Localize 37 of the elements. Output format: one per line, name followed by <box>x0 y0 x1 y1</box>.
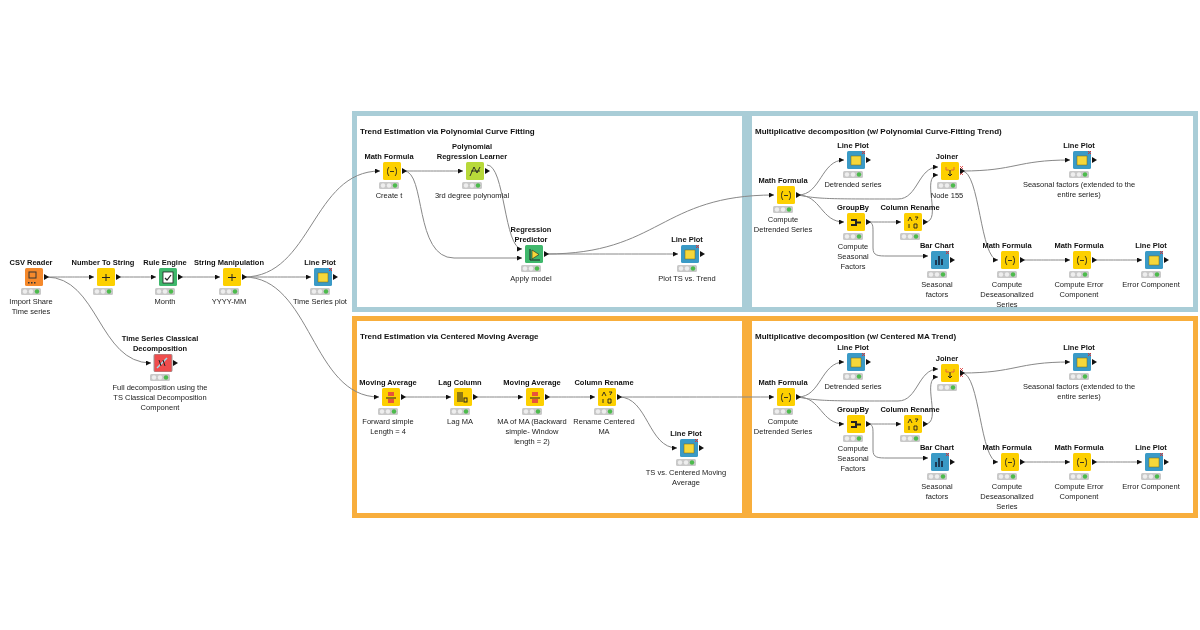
connection-arrow <box>797 194 845 224</box>
annotation-frame <box>352 111 747 312</box>
connection-arrow <box>545 251 679 257</box>
connection-arrow <box>243 276 380 399</box>
connection-arrow <box>179 274 221 280</box>
connection-arrow <box>474 394 524 400</box>
connection-arrow <box>45 276 152 365</box>
connection-arrow <box>486 164 523 250</box>
connection-arrow <box>1021 459 1071 465</box>
connection-arrow <box>961 359 1071 374</box>
annotation-frame <box>747 316 1198 518</box>
frame-title: Multiplicative decomposition (w/ Centered MA Trend) <box>755 332 957 341</box>
frame-title: Trend Estimation via Centered Moving Average <box>360 332 539 341</box>
connection-arrow <box>403 170 523 261</box>
connection-arrow <box>1093 257 1143 263</box>
connection-arrow <box>797 396 845 426</box>
connection-arrow <box>797 360 845 398</box>
connection-arrow <box>1021 257 1071 263</box>
frame-title: Multiplicative decomposition (w/ Polynomial Curve-Fitting Trend) <box>755 127 1002 136</box>
connection-arrow <box>117 274 157 280</box>
connection-arrow <box>545 192 775 255</box>
connection-arrow <box>867 221 929 259</box>
annotation-frame <box>352 316 747 518</box>
connection-arrow <box>546 394 596 400</box>
annotation-frame <box>747 111 1198 312</box>
connection-arrow <box>961 372 999 463</box>
frame-title: Trend Estimation via Polynomial Curve Fitting <box>360 127 535 136</box>
connection-arrow <box>1093 459 1143 465</box>
connection-arrow <box>924 173 939 223</box>
connection-arrow <box>924 375 939 425</box>
connection-arrow <box>961 157 1071 172</box>
connection-arrow <box>961 170 999 261</box>
connection-arrow <box>797 158 845 196</box>
connection-arrow <box>867 423 929 461</box>
connection-arrow <box>618 394 775 400</box>
connection-arrow <box>243 169 381 278</box>
connection-arrow <box>402 394 452 400</box>
